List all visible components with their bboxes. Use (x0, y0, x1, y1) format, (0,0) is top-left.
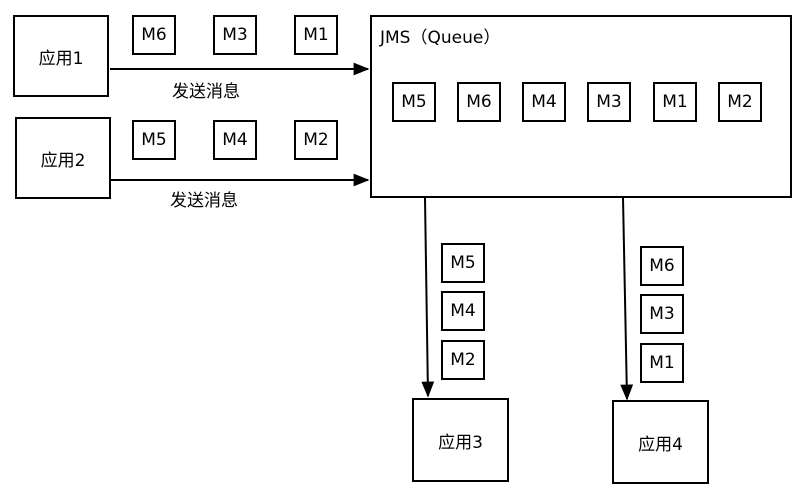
app4-box: 应用4 (612, 400, 709, 484)
app2-message: M5 (132, 120, 176, 160)
app1-message: M1 (294, 15, 338, 55)
edge-label-app1: 发送消息 (172, 82, 240, 102)
queue-message: M1 (653, 82, 697, 122)
queue-title: JMS（Queue） (380, 28, 501, 48)
app1-box: 应用1 (13, 15, 109, 97)
app4-message: M1 (640, 343, 684, 383)
app4-label: 应用4 (638, 434, 683, 455)
app2-message: M2 (294, 120, 338, 160)
app3-box: 应用3 (412, 398, 509, 482)
app2-box: 应用2 (15, 117, 111, 199)
app3-label: 应用3 (438, 432, 483, 453)
app2-message: M4 (213, 120, 257, 160)
arrow-queue-to-app4 (620, 197, 634, 401)
edge-label-app2: 发送消息 (170, 191, 238, 211)
app4-message: M3 (640, 294, 684, 334)
queue-message: M4 (522, 82, 566, 122)
app1-label: 应用1 (38, 48, 84, 69)
app3-message: M2 (441, 340, 485, 380)
queue-message: M2 (718, 82, 762, 122)
app4-message: M6 (640, 246, 684, 286)
app3-message: M5 (441, 243, 485, 283)
app1-message: M6 (132, 15, 176, 55)
app1-message: M3 (213, 15, 257, 55)
queue-message: M5 (392, 82, 436, 122)
queue-message: M6 (457, 82, 501, 122)
app3-message: M4 (441, 291, 485, 331)
queue-message: M3 (587, 82, 631, 122)
app2-label: 应用2 (40, 150, 86, 171)
arrow-queue-to-app3 (421, 197, 435, 398)
